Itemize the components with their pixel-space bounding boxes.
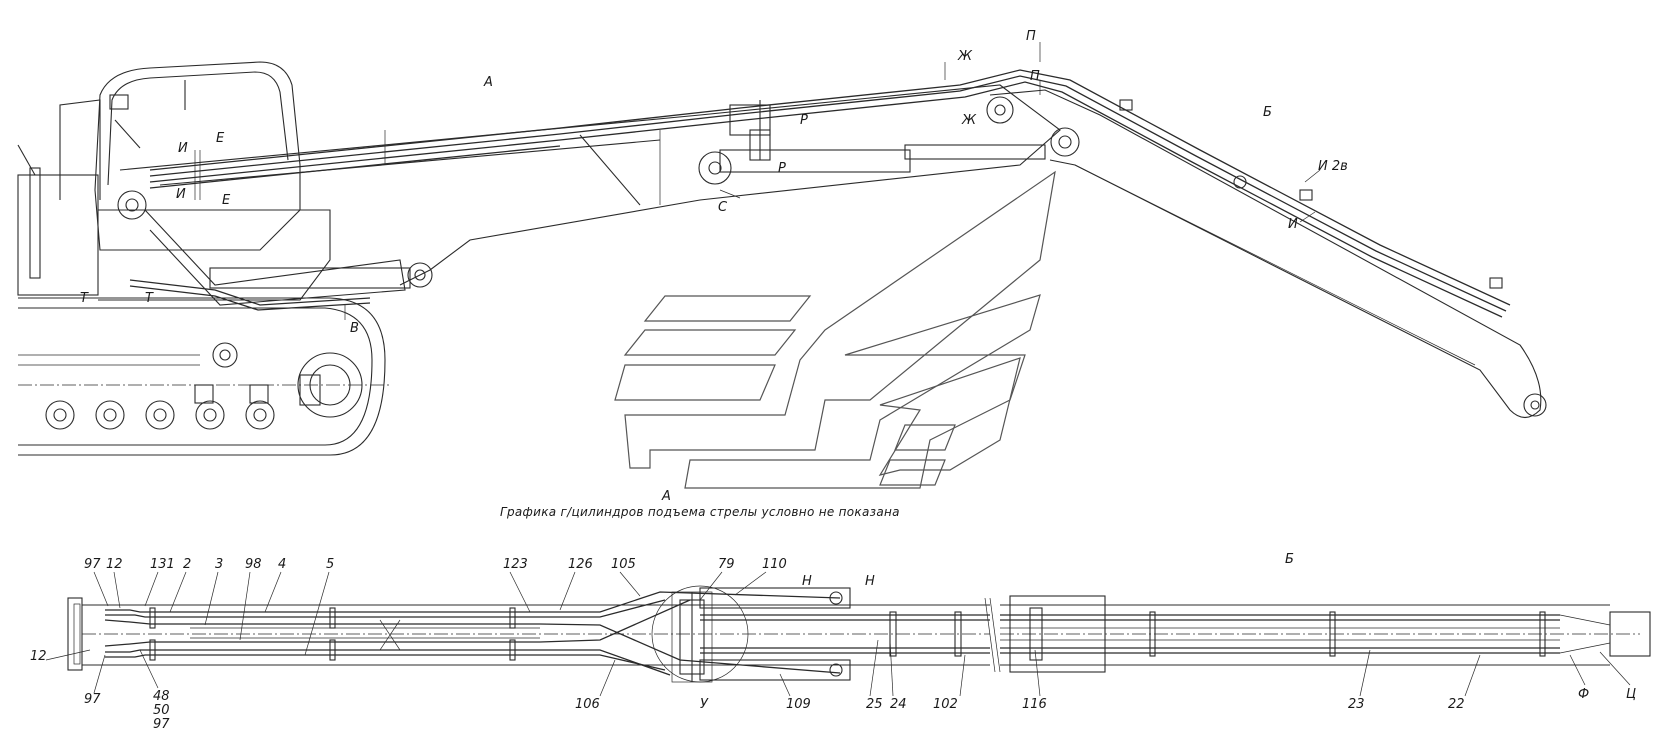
part-number-labels: 97 12 131 2 3 98 4 5 12 97 48 50 97 123 … — [30, 557, 1636, 732]
mark-f1: Ф — [1578, 687, 1589, 702]
label-view-a-bottom: А — [661, 489, 671, 504]
part-109: 109 — [786, 697, 811, 712]
label-p2: П — [1030, 69, 1040, 84]
label-t1: Т — [80, 291, 89, 306]
part-3: 3 — [215, 557, 223, 572]
mark-u1: У — [700, 697, 709, 712]
part-24: 24 — [890, 697, 907, 712]
label-zh2: Ж — [961, 113, 977, 128]
part-23: 23 — [1348, 697, 1365, 712]
part-22: 22 — [1448, 697, 1465, 712]
part-105: 105 — [611, 557, 636, 572]
part-116: 116 — [1022, 697, 1047, 712]
part-123: 123 — [503, 557, 528, 572]
plan-view-b — [1000, 595, 1651, 673]
mark-ts1: Ц — [1626, 687, 1636, 702]
watermark-logo — [614, 170, 1056, 489]
label-t2: Т — [145, 291, 154, 306]
part-97b: 97 — [84, 692, 101, 707]
plan-view-a — [67, 585, 1001, 683]
label-e2: Е — [222, 193, 231, 208]
part-110: 110 — [762, 557, 787, 572]
leader-lines — [45, 571, 1631, 697]
label-view-b-top: Б — [1263, 105, 1272, 120]
label-i1: И — [178, 141, 188, 156]
part-12a: 12 — [106, 557, 123, 572]
mark-n1: Н — [802, 574, 812, 589]
part-5: 5 — [326, 557, 334, 572]
label-view-a-top: А — [483, 75, 493, 90]
part-50: 50 — [153, 703, 170, 718]
label-i-2v: И 2в — [1318, 159, 1348, 174]
part-2: 2 — [183, 557, 191, 572]
part-48: 48 — [153, 689, 170, 704]
drawing-caption: Графика г/цилиндров подъема стрелы услов… — [500, 505, 900, 519]
label-i2: И — [176, 187, 186, 202]
part-102: 102 — [933, 697, 958, 712]
top-view-labels: А Б Ж Ж П П И Е И Е Р Р С Т Т В И 2в И — [80, 29, 1348, 336]
part-12b: 12 — [30, 649, 47, 664]
label-i3: И — [1288, 217, 1298, 232]
mark-n2: Н — [865, 574, 875, 589]
part-25: 25 — [866, 697, 883, 712]
label-p1: П — [1026, 29, 1036, 44]
label-view-b-bottom: Б — [1285, 552, 1294, 567]
label-r2: Р — [778, 161, 786, 176]
part-79: 79 — [718, 557, 735, 572]
label-s1: С — [718, 200, 728, 215]
label-v1: В — [350, 321, 359, 336]
label-zh1: Ж — [957, 49, 973, 64]
label-r1: Р — [800, 113, 808, 128]
part-98: 98 — [245, 557, 262, 572]
part-106: 106 — [575, 697, 600, 712]
part-97a: 97 — [84, 557, 101, 572]
part-131: 131 — [150, 557, 175, 572]
part-126: 126 — [568, 557, 593, 572]
excavator-side-view — [17, 42, 1547, 456]
label-e1: Е — [216, 131, 225, 146]
part-4: 4 — [278, 557, 286, 572]
part-97c: 97 — [153, 717, 170, 732]
